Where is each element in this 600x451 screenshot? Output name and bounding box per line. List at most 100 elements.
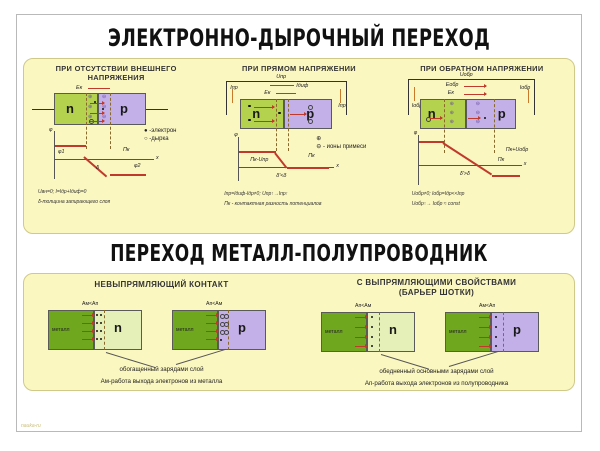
metal-label: металл bbox=[449, 329, 467, 335]
graph-label-pk-minus-u: Пк-Uпр bbox=[250, 157, 269, 163]
electron-marker bbox=[100, 314, 103, 317]
graph-label-pk: Пк bbox=[308, 153, 315, 159]
circuit-right-wire bbox=[533, 79, 535, 115]
drift-arrow bbox=[467, 116, 481, 121]
drift-arrow bbox=[90, 111, 105, 116]
metal-block bbox=[445, 312, 491, 352]
source-label-uforward: Uпр bbox=[276, 74, 287, 80]
panel-reverse-voltage: ПРИ ОБРАТНОМ НАПРЯЖЕНИИ Uобр Eобр Eк Iоб… bbox=[390, 59, 574, 233]
electron-marker bbox=[96, 338, 99, 341]
graph-y-axis-label: φ bbox=[234, 132, 238, 138]
injection-arrow bbox=[254, 105, 276, 110]
lead-wire-left bbox=[32, 109, 54, 110]
acceptor-ion: ⊖ bbox=[475, 119, 480, 125]
drift-arrow bbox=[429, 116, 443, 121]
legend-hole: ○ -дырка bbox=[144, 136, 169, 142]
panel-forward-voltage: ПРИ ПРЯМОМ НАПРЯЖЕНИИ Uпр Iпр Iдиф Eк Iп… bbox=[208, 59, 390, 233]
electron-flow-arrow bbox=[479, 315, 492, 320]
watermark: nauka-ru bbox=[21, 423, 41, 429]
formula-no-voltage-1: Uвн=0; I=Iдр+Iдиф=0 bbox=[38, 189, 87, 195]
schottky-contact-header: С ВЫПРЯМЛЯЮЩИМИ СВОЙСТВАМИ (БАРЬЕР ШОТКИ… bbox=[356, 278, 517, 297]
electron-marker bbox=[371, 326, 374, 329]
callout-line-right bbox=[448, 350, 499, 367]
field-indicator-line bbox=[276, 93, 297, 95]
metal-block bbox=[321, 312, 367, 352]
current-arrow-left bbox=[413, 87, 415, 101]
depletion-edge-left bbox=[86, 93, 87, 149]
electron-marker bbox=[495, 316, 498, 319]
graph-x-axis-label: x bbox=[336, 163, 339, 169]
graph-label-pk: Пк bbox=[497, 157, 505, 163]
electron-flow-arrow bbox=[206, 329, 219, 334]
ohmic-block-1-condition: Ам<Ап bbox=[82, 301, 99, 307]
electron-marker bbox=[371, 345, 374, 348]
n-region-block bbox=[419, 99, 466, 129]
current-arrow-left bbox=[232, 89, 234, 103]
electron-flow-arrow bbox=[82, 337, 95, 342]
ohmic-block-2-condition: Ап<Ам bbox=[206, 301, 223, 307]
graph-x-axis-label: x bbox=[156, 155, 159, 161]
hole-marker bbox=[308, 119, 314, 124]
circuit-right-wire bbox=[346, 81, 348, 115]
circuit-left-wire bbox=[226, 81, 228, 115]
field-label-external: Eобр bbox=[445, 82, 459, 88]
pn-junction-card: ПРИ ОТСУТСТВИИ ВНЕШНЕГО НАПРЯЖЕНИЯ Eк n … bbox=[23, 58, 575, 234]
p-region-label: p bbox=[497, 106, 506, 121]
carrier-legend: ● -электрон ○ -дырка bbox=[144, 127, 177, 143]
ion-legend: ⊕⊖ - ионы примеси bbox=[316, 135, 366, 151]
graph-label-delta: δ'>δ bbox=[459, 171, 470, 177]
formula-forward-1: Iпр=Iдиф-Iдр≠0; Uпр↑→Iпр↑ bbox=[224, 191, 289, 197]
circuit-left-wire bbox=[407, 79, 409, 115]
donor-ion: ⊕ bbox=[449, 101, 454, 107]
depleted-layer-edge bbox=[379, 312, 380, 352]
panel-forward-header: ПРИ ПРЯМОМ НАПРЯЖЕНИИ bbox=[242, 64, 356, 73]
donor-ion: ⊕ bbox=[449, 110, 454, 116]
n-region-block bbox=[54, 93, 98, 125]
p-region-block bbox=[98, 93, 146, 125]
current-label-diffusion: Iдиф bbox=[296, 83, 309, 89]
electron-marker bbox=[100, 330, 103, 333]
enriched-layer-edge bbox=[104, 310, 105, 350]
semiconductor-n-block bbox=[367, 312, 415, 352]
electron-marker bbox=[248, 119, 251, 122]
depletion-edge-left bbox=[443, 99, 445, 153]
schottky-caption-2: Ап-работа выхода электронов из полупрово… bbox=[364, 380, 509, 387]
graph-y-axis-label: φ bbox=[49, 127, 53, 133]
n-region-label: n bbox=[427, 106, 436, 121]
electron-flow-arrow bbox=[479, 325, 492, 330]
hole-marker bbox=[224, 330, 229, 335]
hole-marker bbox=[308, 105, 314, 110]
current-label-right: Iобр bbox=[519, 85, 531, 91]
page-title-pn-junction: ЭЛЕКТРОННО-ДЫРОЧНЫЙ ПЕРЕХОД bbox=[107, 24, 491, 52]
legend-ion-text: - ионы примеси bbox=[322, 144, 367, 150]
hole-marker bbox=[425, 117, 431, 122]
legend-electron: ● -электрон bbox=[144, 128, 177, 134]
circuit-top-wire bbox=[407, 79, 534, 80]
electron-marker bbox=[96, 314, 99, 317]
ohmic-caption-2: Ам-работа выхода электронов из металла bbox=[100, 378, 223, 385]
n-region-label: n bbox=[252, 106, 261, 121]
metal-semiconductor-card: НЕВЫПРЯМЛЯЮЩИЙ КОНТАКТ Ам<Ап металл n Ап… bbox=[23, 273, 575, 391]
electron-flow-arrow bbox=[82, 313, 95, 318]
injection-arrow bbox=[254, 119, 276, 124]
acceptor-ion: ⊖ bbox=[475, 101, 480, 107]
panel-no-voltage-header: ПРИ ОТСУТСТВИИ ВНЕШНЕГО НАПРЯЖЕНИЯ bbox=[55, 64, 177, 82]
depletion-edge-left bbox=[276, 99, 278, 151]
donor-ion: ⊕ bbox=[88, 104, 93, 110]
semiconductor-label: n bbox=[389, 322, 397, 337]
field-arrow-external bbox=[463, 84, 487, 89]
electron-marker bbox=[495, 336, 498, 339]
semiconductor-label: n bbox=[114, 320, 122, 335]
drift-arrow bbox=[90, 119, 105, 124]
p-region-block bbox=[465, 99, 516, 129]
acceptor-ion: ⊖ bbox=[102, 94, 107, 100]
formula-no-voltage-2: δ-толщина запирающего слоя bbox=[38, 199, 111, 205]
electron-flow-arrow bbox=[479, 344, 492, 349]
schottky-block-1-condition: Ап<Ам bbox=[355, 303, 372, 309]
graph-y-axis bbox=[54, 131, 55, 179]
electron-flow-arrow bbox=[355, 344, 368, 349]
schottky-caption-1: обедненный основными зарядами слой bbox=[379, 368, 494, 375]
p-region-label: p bbox=[306, 106, 315, 121]
potential-curve-right bbox=[110, 174, 146, 176]
panel-ohmic-contact: НЕВЫПРЯМЛЯЮЩИЙ КОНТАКТ Ам<Ап металл n Ап… bbox=[24, 274, 299, 390]
